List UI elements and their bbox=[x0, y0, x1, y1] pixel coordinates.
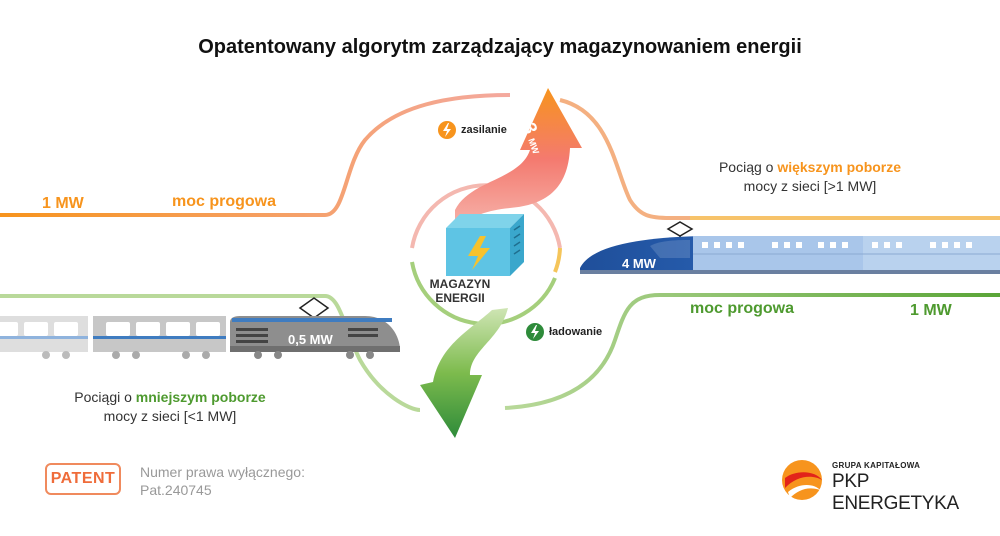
company-logo: GRUPA KAPITAŁOWA PKP ENERGETYKA bbox=[832, 461, 1000, 515]
patent-badge: PATENT bbox=[45, 463, 121, 495]
small-train-desc-pre: Pociągi o bbox=[74, 389, 136, 405]
big-train-description: Pociąg o większym poborze mocy z sieci [… bbox=[690, 158, 930, 196]
small-train-description: Pociągi o mniejszym poborze mocy z sieci… bbox=[50, 388, 290, 426]
page-title: Opatentowany algorytm zarządzający magaz… bbox=[198, 36, 802, 58]
patent-line2: Pat.240745 bbox=[140, 482, 212, 498]
discharge-arrow bbox=[455, 88, 582, 230]
small-train-desc-line2: mocy z sieci [<1 MW] bbox=[103, 408, 237, 424]
storage-label-line2: ENERGII bbox=[435, 291, 485, 305]
lower-threshold-line-left bbox=[0, 294, 421, 412]
inner-ring-right bbox=[553, 247, 562, 273]
storage-label-line1: MAGAZYN bbox=[429, 277, 491, 291]
right-threshold-label: moc progowa bbox=[690, 300, 795, 317]
storage-cube-icon bbox=[446, 214, 524, 276]
logo-big-text: PKP ENERGETYKA bbox=[832, 471, 959, 514]
upper-threshold-line bbox=[0, 93, 511, 217]
upper-right-line bbox=[559, 98, 1000, 220]
big-train-desc-pre: Pociąg o bbox=[718, 159, 778, 175]
left-threshold-value: 1 MW bbox=[42, 195, 84, 212]
pkp-logo-icon bbox=[782, 460, 822, 500]
small-train bbox=[0, 297, 400, 359]
big-train bbox=[580, 221, 1000, 274]
patent-number: Numer prawa wyłącznego: Pat.240745 bbox=[140, 463, 305, 499]
big-train-power: 4 MW bbox=[622, 256, 656, 271]
small-train-desc-highlight: mniejszym poborze bbox=[135, 389, 266, 405]
storage-label: MAGAZYN ENERGII bbox=[420, 277, 500, 305]
patent-line1: Numer prawa wyłącznego: bbox=[140, 464, 305, 480]
right-threshold-value: 1 MW bbox=[910, 302, 952, 319]
big-train-desc-highlight: większym poborze bbox=[777, 159, 902, 175]
big-train-desc-line2: mocy z sieci [>1 MW] bbox=[743, 178, 877, 194]
charge-label: ładowanie bbox=[549, 326, 603, 338]
charge-arrow bbox=[420, 308, 508, 438]
left-threshold-label: moc progowa bbox=[172, 193, 277, 210]
small-train-power: 0,5 MW bbox=[288, 332, 333, 347]
lower-threshold-line-right bbox=[504, 293, 1000, 410]
logo-small-text: GRUPA KAPITAŁOWA bbox=[832, 461, 921, 470]
discharge-label: zasilanie bbox=[461, 124, 507, 136]
